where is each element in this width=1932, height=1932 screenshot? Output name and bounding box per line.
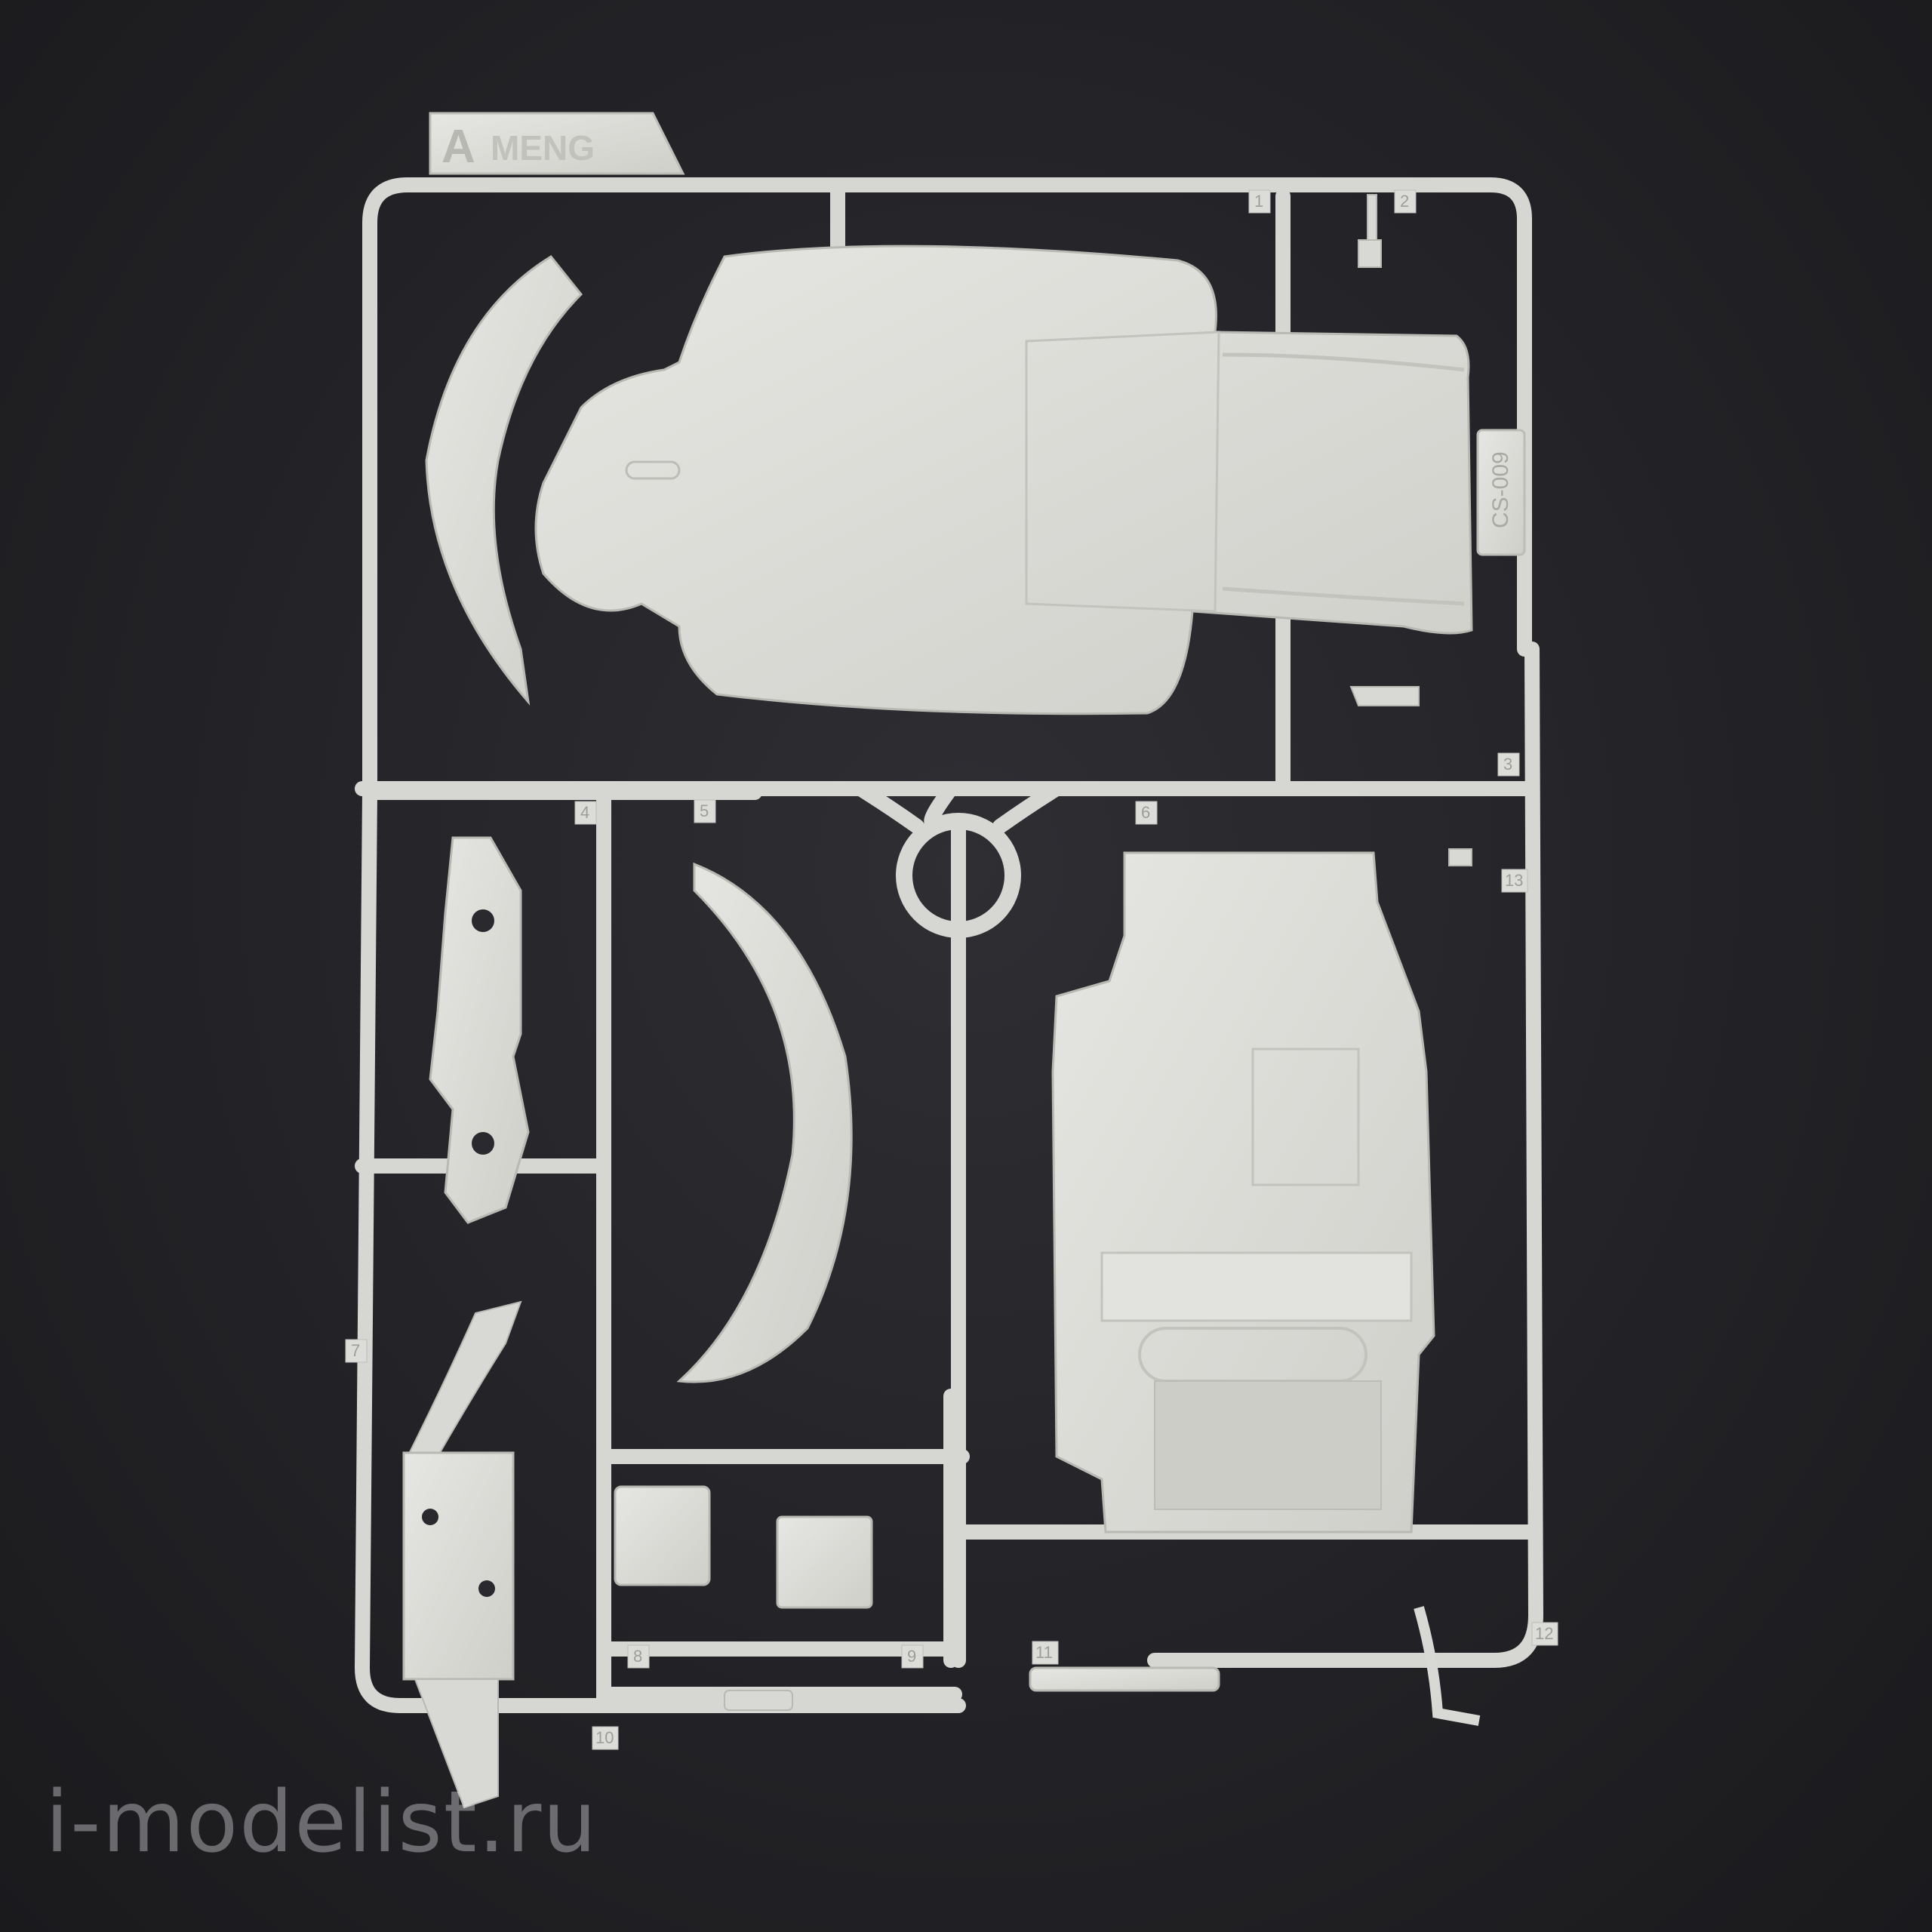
svg-text:1: 1: [1254, 192, 1263, 211]
watermark-text: i-modelist.ru: [45, 1774, 598, 1872]
part-number-5: 5: [694, 799, 716, 823]
part-number-6: 6: [1135, 801, 1158, 825]
part-7-v-frame: [402, 1300, 522, 1809]
part-number-4: 4: [574, 801, 597, 825]
svg-text:11: 11: [1035, 1643, 1053, 1662]
part-9-box: [776, 1515, 873, 1609]
part-number-10: 10: [592, 1726, 619, 1750]
part-13-tiny-piece: [1448, 848, 1472, 866]
part-number-1: 1: [1248, 189, 1271, 214]
svg-text:7: 7: [351, 1341, 360, 1360]
part-8-box: [614, 1485, 711, 1586]
svg-text:5: 5: [700, 801, 709, 820]
svg-text:3: 3: [1503, 755, 1512, 774]
part-3-small-bracket: [1349, 686, 1420, 706]
sprue-letter: A: [441, 121, 475, 173]
part-number-7: 7: [345, 1339, 368, 1363]
part-11-bar: [1029, 1666, 1220, 1692]
sprue-code: CS-009: [1488, 451, 1513, 528]
part-number-9: 9: [901, 1644, 924, 1669]
svg-text:13: 13: [1505, 871, 1523, 890]
sprue-ring: [896, 813, 1021, 938]
svg-text:9: 9: [907, 1647, 916, 1666]
part-number-13: 13: [1501, 869, 1528, 893]
part-front-splitter: [425, 255, 583, 706]
part-number-2: 2: [1394, 189, 1417, 214]
part-4-bracket: [429, 836, 530, 1224]
part-number-11: 11: [1032, 1641, 1059, 1665]
part-10-small-cylinder: [724, 1690, 793, 1711]
part-number-8: 8: [627, 1644, 650, 1669]
svg-text:4: 4: [580, 803, 589, 822]
part-6-interior-tub: [1051, 851, 1435, 1534]
sprue-code-tab: CS-009: [1476, 429, 1526, 556]
svg-text:6: 6: [1141, 803, 1150, 822]
part-number-3: 3: [1497, 752, 1520, 777]
part-2-small-bracket: [1358, 194, 1382, 268]
svg-text:12: 12: [1535, 1624, 1553, 1643]
svg-text:8: 8: [633, 1647, 642, 1666]
part-12-bent-rod: [1414, 1606, 1481, 1726]
svg-text:10: 10: [595, 1728, 614, 1747]
sprue-tag: A MENG: [429, 112, 685, 175]
part-number-12: 12: [1531, 1622, 1558, 1646]
part-number-tabs: 1 2 3 4 5 6 7 8 9 10 11 12 13: [345, 189, 1558, 1750]
sprue-brand: MENG: [491, 128, 595, 168]
part-5-curved-fender: [676, 862, 853, 1383]
svg-text:2: 2: [1400, 192, 1409, 211]
part-floor-pan: [534, 245, 1473, 715]
